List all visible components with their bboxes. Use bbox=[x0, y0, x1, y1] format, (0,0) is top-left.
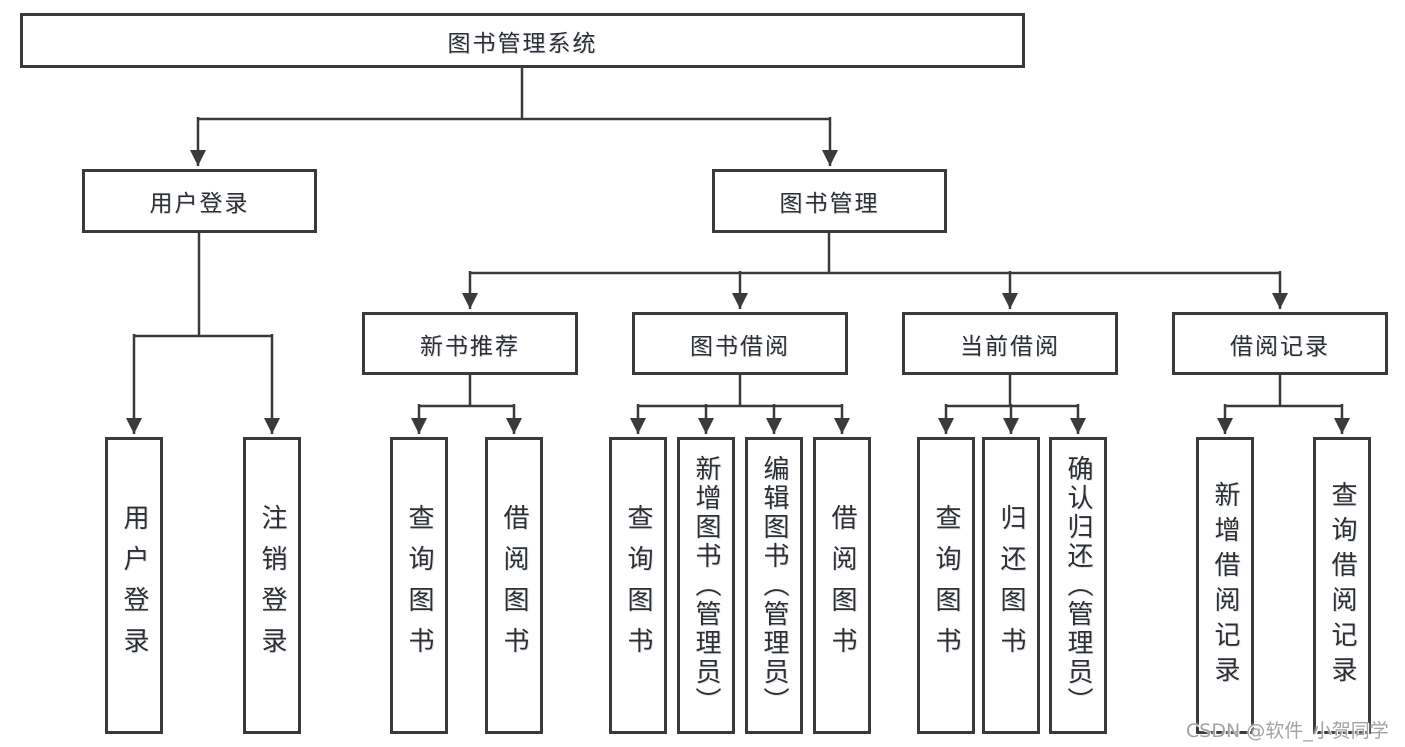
node-root-system: 图书管理系统 bbox=[20, 13, 1025, 68]
leaf-edit-book-admin: 编辑图书（管理员） bbox=[745, 437, 803, 734]
node-new-book-recommend-label: 新书推荐 bbox=[420, 333, 520, 360]
connector-current-borrow bbox=[946, 375, 1078, 408]
leaf-query-borrow-record-label: 查询借阅记录 bbox=[1327, 480, 1357, 691]
leaf-logout-label: 注销登录 bbox=[257, 503, 287, 668]
leaf-user-login-label: 用户登录 bbox=[119, 503, 149, 668]
leaf-query-books-recommend-label: 查询图书 bbox=[404, 503, 434, 668]
node-user-login-label: 用户登录 bbox=[149, 191, 250, 217]
node-new-book-recommend: 新书推荐 bbox=[362, 312, 578, 375]
node-book-management-label: 图书管理 bbox=[779, 191, 880, 217]
node-book-management: 图书管理 bbox=[712, 169, 947, 233]
connector-new-book bbox=[419, 375, 514, 408]
leaf-query-books-recommend: 查询图书 bbox=[390, 437, 448, 734]
node-borrowing-records: 借阅记录 bbox=[1172, 312, 1388, 375]
connector-book-borrow bbox=[638, 375, 842, 408]
connector-user-login bbox=[134, 233, 272, 338]
leaf-confirm-return-admin-label: 确认归还（管理员） bbox=[1063, 455, 1093, 716]
connector-root bbox=[198, 68, 830, 121]
node-book-borrowing-label: 图书借阅 bbox=[690, 333, 790, 360]
leaf-borrow-books-borrowing: 借阅图书 bbox=[813, 437, 871, 734]
node-borrowing-records-label: 借阅记录 bbox=[1230, 333, 1330, 360]
leaf-add-book-admin-label: 新增图书（管理员） bbox=[691, 455, 721, 716]
node-current-borrowing: 当前借阅 bbox=[902, 312, 1118, 375]
node-user-login: 用户登录 bbox=[82, 169, 317, 233]
node-book-borrowing: 图书借阅 bbox=[632, 312, 848, 375]
node-current-borrowing-label: 当前借阅 bbox=[960, 333, 1060, 360]
leaf-query-books-current: 查询图书 bbox=[917, 437, 975, 734]
leaf-confirm-return-admin: 确认归还（管理员） bbox=[1049, 437, 1107, 734]
leaf-query-borrow-record: 查询借阅记录 bbox=[1313, 437, 1371, 734]
connector-borrow-records bbox=[1225, 375, 1342, 408]
leaf-return-book: 归还图书 bbox=[982, 437, 1040, 734]
leaf-borrow-books-borrowing-label: 借阅图书 bbox=[827, 503, 857, 668]
leaf-user-login: 用户登录 bbox=[105, 437, 163, 734]
leaf-query-books-borrowing-label: 查询图书 bbox=[623, 503, 653, 668]
connector-book-mgmt bbox=[470, 233, 1280, 275]
leaf-borrow-books-recommend: 借阅图书 bbox=[485, 437, 543, 734]
leaf-add-borrow-record: 新增借阅记录 bbox=[1196, 437, 1254, 734]
leaf-add-book-admin: 新增图书（管理员） bbox=[677, 437, 735, 734]
leaf-add-borrow-record-label: 新增借阅记录 bbox=[1210, 480, 1240, 691]
leaf-edit-book-admin-label: 编辑图书（管理员） bbox=[759, 455, 789, 716]
leaf-query-books-current-label: 查询图书 bbox=[931, 503, 961, 668]
leaf-logout: 注销登录 bbox=[243, 437, 301, 734]
leaf-borrow-books-recommend-label: 借阅图书 bbox=[499, 503, 529, 668]
leaf-return-book-label: 归还图书 bbox=[996, 503, 1026, 668]
node-root-system-label: 图书管理系统 bbox=[447, 30, 598, 57]
leaf-query-books-borrowing: 查询图书 bbox=[609, 437, 667, 734]
csdn-watermark: CSDN @软件_小贺同学 bbox=[1186, 720, 1389, 742]
